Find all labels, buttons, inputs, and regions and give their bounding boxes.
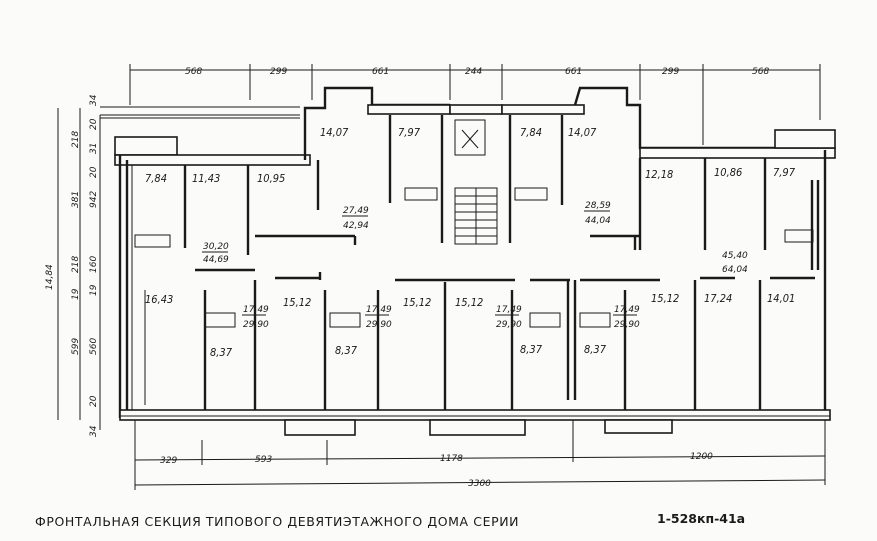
caption-title: ФРОНТАЛЬНАЯ СЕКЦИЯ ТИПОВОГО ДЕВЯТИЭТАЖНО… (35, 514, 519, 529)
left-dimension-lines (57, 108, 101, 430)
dim-bottom-2: 593 (255, 455, 272, 465)
dim-left: 31 (89, 143, 99, 154)
dim-left: 218 (71, 131, 81, 148)
svg-text:44,04: 44,04 (585, 216, 611, 226)
apartment-area-7: 17,49 29,90 (495, 305, 522, 330)
room-area: 14,01 (767, 292, 795, 305)
apartment-area-6: 17,49 29,90 (365, 305, 392, 330)
room-area: 12,18 (645, 168, 673, 181)
apartment-area-2: 28,59 44,04 (584, 201, 611, 226)
svg-text:42,94: 42,94 (343, 221, 369, 231)
dim-top-3: 661 (372, 67, 389, 77)
room-area: 7,97 (398, 126, 421, 139)
apartment-area-3: 30,20 44,69 (202, 242, 229, 265)
svg-text:29,90: 29,90 (614, 320, 640, 330)
dim-bottom-3: 1178 (440, 454, 463, 464)
room-area: 14,07 (568, 126, 597, 139)
svg-text:28,59: 28,59 (585, 201, 611, 211)
room-area: 10,86 (714, 166, 742, 179)
dim-total: 3300 (468, 479, 491, 489)
apartment-area-8: 17,49 29,90 (613, 305, 640, 330)
dim-bottom-4: 1200 (690, 452, 713, 462)
apartment-area-4: 45,40 64,04 (722, 251, 748, 275)
room-area: 7,84 (520, 126, 542, 139)
dim-left: 34 (89, 425, 99, 437)
room-area: 11,43 (192, 172, 220, 185)
dim-top-4: 244 (465, 67, 482, 77)
room-area: 10,95 (257, 172, 285, 185)
dim-left: 160 (89, 256, 99, 273)
dim-left: 218 (71, 256, 81, 273)
svg-text:17,49: 17,49 (614, 305, 640, 315)
room-area: 7,84 (145, 172, 167, 185)
dim-top-6: 299 (662, 67, 679, 77)
svg-text:30,20: 30,20 (203, 242, 229, 252)
room-area: 15,12 (283, 296, 311, 309)
walls (100, 86, 836, 436)
dim-left: 34 (89, 94, 99, 106)
dim-top-2: 299 (270, 67, 287, 77)
top-dimension-line (129, 64, 821, 145)
room-area: 15,12 (403, 296, 431, 309)
svg-text:29,90: 29,90 (366, 320, 392, 330)
kitchen-area: 8,37 (210, 346, 233, 359)
svg-text:29,90: 29,90 (243, 320, 269, 330)
room-area: 7,97 (773, 166, 796, 179)
bottom-dimension-lines (134, 420, 826, 490)
dim-left: 20 (89, 395, 99, 407)
dim-left: 20 (89, 166, 99, 178)
dim-bottom-1: 329 (160, 456, 177, 466)
room-area: 16,43 (145, 293, 173, 306)
dim-left: 381 (71, 191, 81, 208)
kitchen-area: 8,37 (520, 343, 543, 356)
dim-top-7: 568 (752, 67, 769, 77)
dim-top-5: 661 (565, 67, 582, 77)
room-area: 14,07 (320, 126, 349, 139)
dim-left: 560 (89, 338, 99, 355)
svg-text:44,69: 44,69 (203, 255, 229, 265)
caption-series: 1-528кп-41а (657, 511, 745, 526)
dim-left: 599 (71, 338, 81, 355)
dim-top-1: 568 (185, 67, 202, 77)
room-area: 15,12 (651, 292, 679, 305)
svg-text:17,49: 17,49 (243, 305, 269, 315)
svg-text:29,90: 29,90 (496, 320, 522, 330)
apartment-area-1: 27,49 42,94 (342, 206, 369, 231)
dim-left: 19 (89, 284, 99, 296)
dim-left: 942 (89, 191, 99, 208)
stairs (454, 187, 498, 245)
dim-left-total: 14,84 (45, 264, 55, 290)
svg-text:17,49: 17,49 (496, 305, 522, 315)
dim-left: 20 (89, 118, 99, 130)
room-area: 15,12 (455, 296, 483, 309)
svg-text:45,40: 45,40 (722, 251, 748, 261)
dim-left: 19 (71, 288, 81, 300)
room-area: 17,24 (704, 292, 732, 305)
kitchen-area: 8,37 (335, 344, 358, 357)
apartment-area-5: 17,49 29,90 (242, 305, 269, 330)
svg-text:64,04: 64,04 (722, 265, 748, 275)
svg-text:27,49: 27,49 (343, 206, 369, 216)
svg-text:17,49: 17,49 (366, 305, 392, 315)
kitchen-area: 8,37 (584, 343, 607, 356)
